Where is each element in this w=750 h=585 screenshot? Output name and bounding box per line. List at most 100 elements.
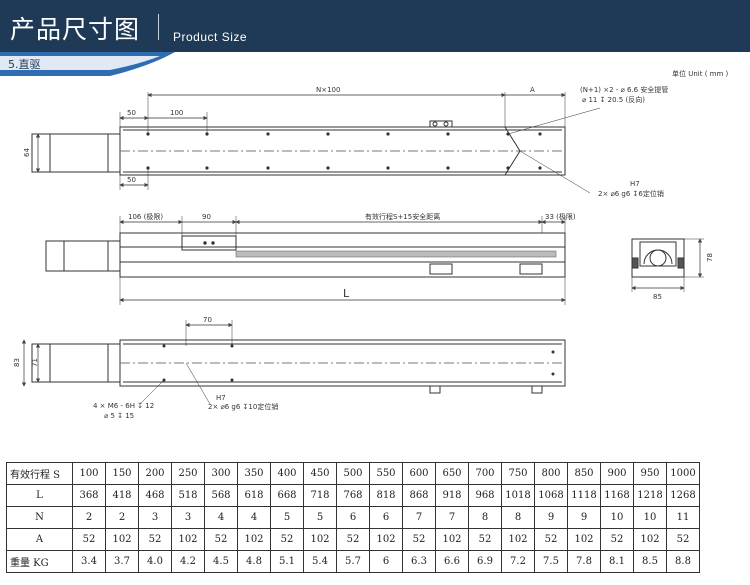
carriage-side [181,235,237,251]
table-cell: 52 [666,528,700,551]
table-cell: 668 [270,484,304,507]
table-cell: 52 [138,528,172,551]
table-cell: 300 [204,462,238,485]
callout-pins-line1: H7 [630,180,640,188]
table-cell: 518 [171,484,205,507]
slider-view [21,320,566,405]
table-cell: 1118 [567,484,601,507]
table-cell: 8 [468,506,502,529]
table-cell: 368 [72,484,106,507]
table-cell: 468 [138,484,172,507]
table-cell: 8.1 [600,550,634,573]
side-view [45,216,566,305]
table-cell: 600 [402,462,436,485]
table-cell: 52 [270,528,304,551]
table-cell: 6 [336,506,370,529]
table-cell: 102 [369,528,403,551]
table-cell: 4.0 [138,550,172,573]
table-cell: 102 [303,528,337,551]
table-cell: 350 [237,462,271,485]
dim-33: 33 (极限) [545,212,576,221]
dim-71: 71 [31,358,39,367]
table-cell: 5.7 [336,550,370,573]
table-cell: 1268 [666,484,700,507]
motor-body-side [45,240,121,272]
table-cell: 5 [303,506,337,529]
table-cell: 3 [171,506,205,529]
dim-n100: N×100 [316,86,340,94]
table-cell: 850 [567,462,601,485]
table-cell: 8.8 [666,550,700,573]
table-cell: 10 [600,506,634,529]
table-cell: 52 [336,528,370,551]
end-view [631,238,704,292]
table-cell: 618 [237,484,271,507]
table-cell: 52 [204,528,238,551]
table-cell: 400 [270,462,304,485]
table-cell: 768 [336,484,370,507]
table-cell: 7 [435,506,469,529]
table-cell: 900 [600,462,634,485]
dim-83: 83 [13,358,21,367]
dim-l: L [343,287,350,300]
dim-106: 106 (极限) [128,212,163,221]
dim-70: 70 [203,316,212,324]
table-cell: 102 [105,528,139,551]
dim-64: 64 [23,148,31,157]
motor-body-slider [31,343,121,383]
belt-guard [235,250,557,258]
dim-a: A [530,86,535,94]
table-cell: 7 [402,506,436,529]
table-cell: 9 [567,506,601,529]
table-cell: 4.2 [171,550,205,573]
table-cell: 200 [138,462,172,485]
table-cell: 818 [369,484,403,507]
table-cell: 102 [435,528,469,551]
table-cell: 1068 [534,484,568,507]
table-cell: 3 [138,506,172,529]
table-cell: 9 [534,506,568,529]
technical-drawing: 5.直驱 单位 Unit ( mm ) [0,52,729,420]
dim-stroke: 有效行程S+15安全距离 [365,212,440,221]
dim-78: 78 [706,253,714,262]
unit-label: 单位 Unit ( mm ) [672,69,729,78]
table-cell: 868 [402,484,436,507]
page-title: 产品尺寸图 [10,15,141,44]
table-cell: 918 [435,484,469,507]
callout-thread-line2: ⌀ 5 ↧ 15 [104,412,134,420]
table-cell: 52 [600,528,634,551]
table-cell: 950 [633,462,667,485]
row-header: 重量 KG [6,550,73,573]
table-cell: 6.6 [435,550,469,573]
table-cell: 52 [72,528,106,551]
table-cell: 1168 [600,484,634,507]
table-cell: 6.3 [402,550,436,573]
table-cell: 5 [270,506,304,529]
table-cell: 6.9 [468,550,502,573]
dim-100: 100 [170,109,183,117]
table-cell: 4 [237,506,271,529]
table-cell: 7.2 [501,550,535,573]
table-cell: 52 [402,528,436,551]
table-cell: 2 [72,506,106,529]
table-cell: 4.5 [204,550,238,573]
table-cell: 5.4 [303,550,337,573]
table-cell: 968 [468,484,502,507]
table-cell: 1218 [633,484,667,507]
table-cell: 150 [105,462,139,485]
callout-thread-line1: 4 × M6 - 6H ↧ 12 [93,402,154,410]
header-divider [158,14,159,40]
motor-body [31,133,121,173]
table-cell: 102 [171,528,205,551]
callout-holes-line2: ⌀ 11 ↧ 20.5 (反向) [582,95,645,104]
table-cell: 568 [204,484,238,507]
table-cell: 4 [204,506,238,529]
table-cell: 102 [633,528,667,551]
table-cell: 1018 [501,484,535,507]
